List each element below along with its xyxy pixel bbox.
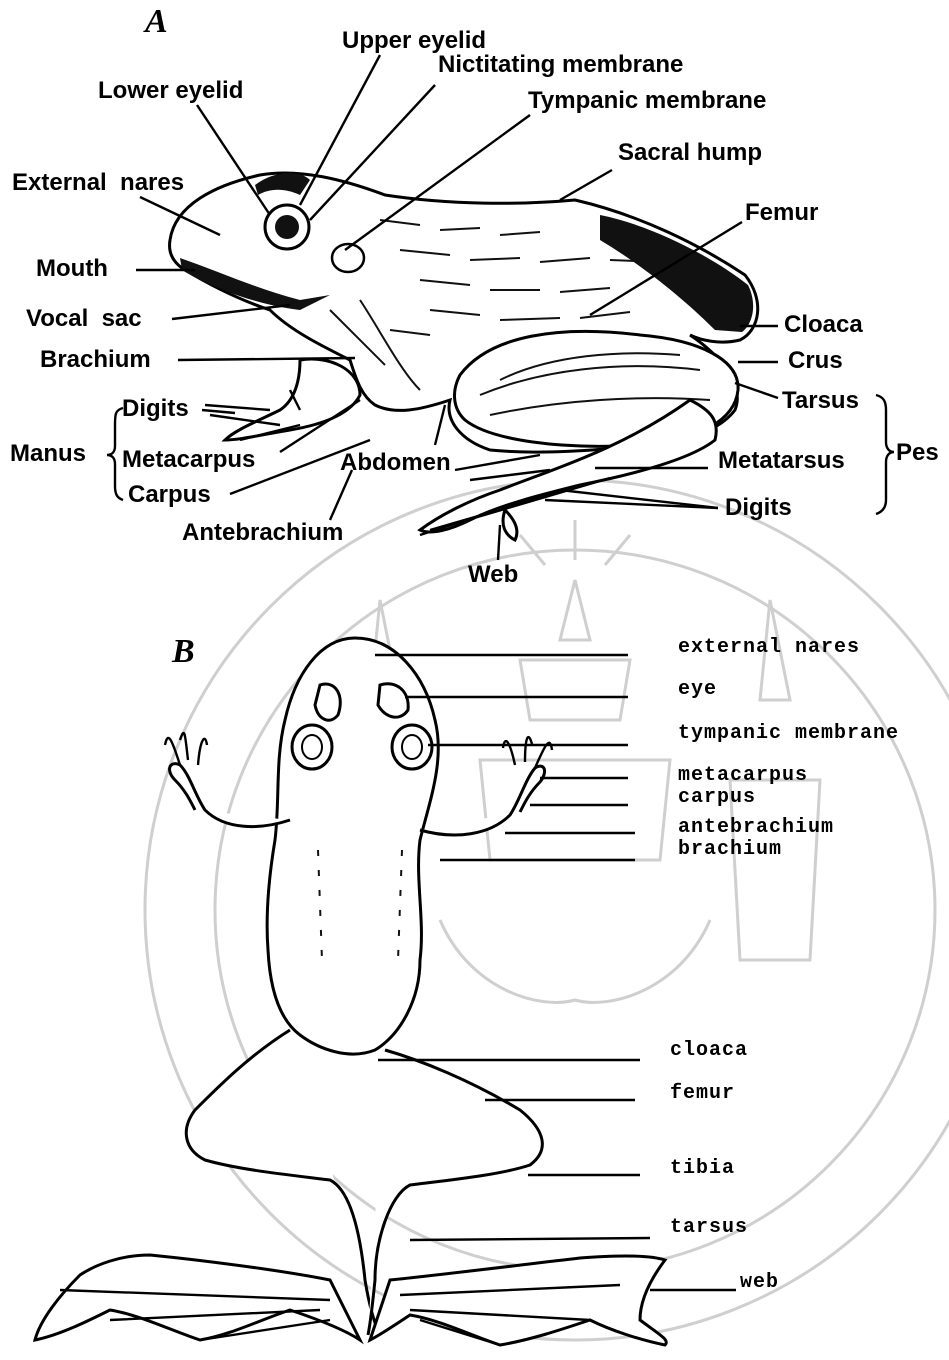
label-antebrachium: Antebrachium <box>182 519 343 546</box>
label-tarsus: Tarsus <box>782 387 859 414</box>
label-pes: Pes <box>896 439 939 466</box>
label-femur: Femur <box>745 199 818 226</box>
label-b-metacarpus: metacarpus <box>678 764 808 787</box>
panel-b-letter: B <box>171 633 195 670</box>
label-upper-eyelid: Upper eyelid <box>342 27 486 54</box>
label-manus: Manus <box>10 440 86 467</box>
label-b-cloaca: cloaca <box>670 1039 748 1062</box>
label-carpus: Carpus <box>128 481 211 508</box>
label-abdomen: Abdomen <box>340 449 451 476</box>
label-digits-pes: Digits <box>725 494 792 521</box>
panel-a-letter: A <box>143 3 168 40</box>
label-b-brachium: brachium <box>678 838 782 861</box>
label-tympanic-membrane: Tympanic membrane <box>528 87 766 114</box>
label-cloaca: Cloaca <box>784 311 863 338</box>
label-b-femur: femur <box>670 1082 735 1105</box>
label-b-antebrachium: antebrachium <box>678 816 834 839</box>
label-metatarsus: Metatarsus <box>718 447 845 474</box>
label-b-eye: eye <box>678 678 717 701</box>
label-b-tarsus: tarsus <box>670 1216 748 1239</box>
label-b-external-nares: external nares <box>678 636 860 659</box>
label-sacral-hump: Sacral hump <box>618 139 762 166</box>
label-b-tympanic-membrane: tympanic membrane <box>678 722 899 745</box>
label-lower-eyelid: Lower eyelid <box>98 77 243 104</box>
label-b-tibia: tibia <box>670 1157 735 1180</box>
label-web: Web <box>468 561 518 588</box>
label-b-carpus: carpus <box>678 786 756 809</box>
label-b-web: web <box>740 1271 779 1294</box>
pes-bracket <box>876 395 894 514</box>
label-external-nares: External nares <box>12 169 184 196</box>
frog-side-view <box>170 173 758 540</box>
label-digits-manus: Digits <box>122 395 189 422</box>
label-brachium: Brachium <box>40 346 151 373</box>
manus-bracket <box>107 408 123 500</box>
watermark-seal <box>145 480 949 1340</box>
label-nictitating-membrane: Nictitating membrane <box>438 51 683 78</box>
label-mouth: Mouth <box>36 255 108 282</box>
label-vocal-sac: Vocal sac <box>26 305 142 332</box>
label-metacarpus: Metacarpus <box>122 446 255 473</box>
label-crus: Crus <box>788 347 843 374</box>
